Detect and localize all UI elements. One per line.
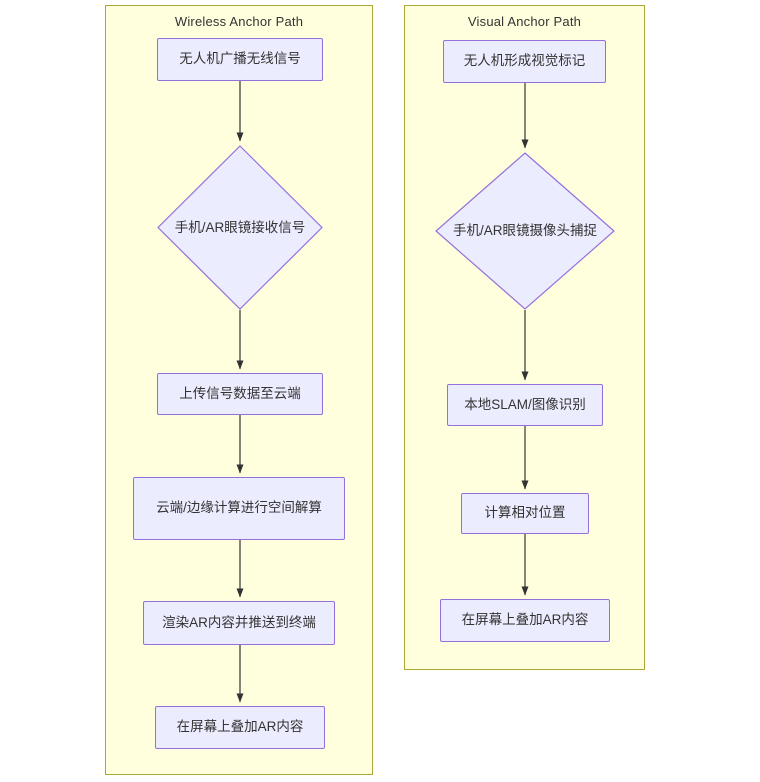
node-label: 手机/AR眼镜摄像头捕捉 [452,223,597,238]
node-v5-overlay-ar-content-on-screen[interactable]: 在屏幕上叠加AR内容 [440,599,610,642]
node-v1-drone-forms-visual-marker[interactable]: 无人机形成视觉标记 [443,40,606,83]
node-w6-overlay-ar-content-on-screen[interactable]: 在屏幕上叠加AR内容 [155,706,325,749]
node-w1-broadcast-wireless-signal[interactable]: 无人机广播无线信号 [157,38,323,81]
cluster-visual-anchor-path: Visual Anchor Path [404,5,645,670]
node-v2-camera-capture[interactable]: 手机/AR眼镜摄像头捕捉 [435,152,615,310]
node-label: 云端/边缘计算进行空间解算 [156,500,322,516]
node-w5-render-and-push-ar-content[interactable]: 渲染AR内容并推送到终端 [143,601,335,645]
node-label: 渲染AR内容并推送到终端 [162,614,316,630]
cluster-title-visual: Visual Anchor Path [467,14,582,29]
node-label: 无人机形成视觉标记 [463,53,586,69]
node-w2-receive-signal[interactable]: 手机/AR眼镜接收信号 [157,145,323,310]
node-v4-compute-relative-position[interactable]: 计算相对位置 [461,493,589,534]
node-label: 上传信号数据至云端 [179,385,301,401]
node-w4-cloud-edge-spatial-solving[interactable]: 云端/边缘计算进行空间解算 [133,477,345,540]
node-label: 无人机广播无线信号 [179,51,301,67]
node-label: 在屏幕上叠加AR内容 [176,719,304,735]
node-label: 计算相对位置 [484,505,566,521]
node-label: 在屏幕上叠加AR内容 [461,612,589,628]
diamond-shape [157,145,323,310]
node-label: 手机/AR眼镜接收信号 [174,220,306,235]
cluster-title-wireless: Wireless Anchor Path [174,14,304,29]
node-label: 本地SLAM/图像识别 [464,396,586,412]
node-w3-upload-signal-data-to-cloud[interactable]: 上传信号数据至云端 [157,373,323,415]
node-v3-local-slam-image-recognition[interactable]: 本地SLAM/图像识别 [447,384,603,426]
diamond-shape [435,152,615,310]
